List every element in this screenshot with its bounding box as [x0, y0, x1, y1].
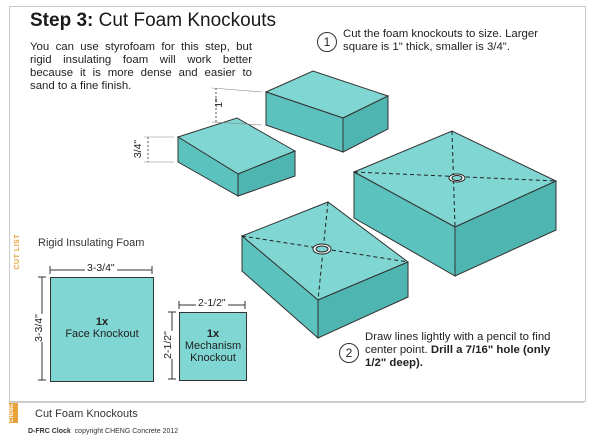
copyright-line: D-FRC Clock copyright CHENG Concrete 201… [28, 428, 178, 435]
step-1-text: Cut the foam knockouts to size. Larger s… [343, 28, 539, 53]
product-name: D-FRC Clock [28, 428, 71, 435]
mechanism-name-1: Mechanism [184, 340, 242, 352]
face-qty: 1x [95, 316, 109, 328]
mechanism-height-label: 2-1/2" [161, 331, 174, 359]
intro-text: You can use styrofoam for this step, but… [30, 41, 252, 92]
large-block-plain [264, 70, 390, 153]
step-2-number: 2 [339, 343, 359, 363]
face-height-label: 3-3/4" [32, 314, 45, 342]
thickness-1in-label: 1" [212, 98, 225, 108]
cut-list-heading: Rigid Insulating Foam [38, 237, 145, 249]
small-block-marked [241, 201, 409, 340]
large-block-marked [352, 130, 558, 277]
step-2-text: Draw lines lightly with a pencil to find… [365, 331, 565, 370]
footer-title: Cut Foam Knockouts [35, 408, 138, 420]
face-knockout-square: 1x Face Knockout [50, 277, 154, 382]
cut-list-label: CUT LIST [14, 234, 21, 270]
brand-label: CHENG [9, 403, 15, 423]
small-block-plain [176, 117, 297, 197]
face-width-label: 3-3/4" [85, 262, 117, 274]
mechanism-knockout-square: 1x Mechanism Knockout [179, 312, 247, 381]
step-1-number: 1 [317, 32, 337, 52]
mechanism-width-label: 2-1/2" [196, 297, 228, 309]
step-title: Cut Foam Knockouts [93, 10, 277, 31]
copyright-text: copyright CHENG Concrete 2012 [74, 428, 179, 435]
page-title: Step 3: Cut Foam Knockouts [30, 10, 276, 32]
step-label: Step 3: [30, 10, 94, 31]
footer-divider [9, 402, 584, 421]
mechanism-name-2: Knockout [190, 352, 236, 364]
face-name: Face Knockout [65, 328, 139, 340]
thickness-3-4in-label: 3/4" [132, 139, 145, 159]
step-2-plain: Draw lines lightly with a pencil to find… [365, 331, 551, 356]
brand-tab [9, 403, 18, 423]
mechanism-qty: 1x [206, 328, 220, 340]
step-2-bold: Drill a 7/16" hole (only 1/2" deep). [365, 344, 551, 369]
